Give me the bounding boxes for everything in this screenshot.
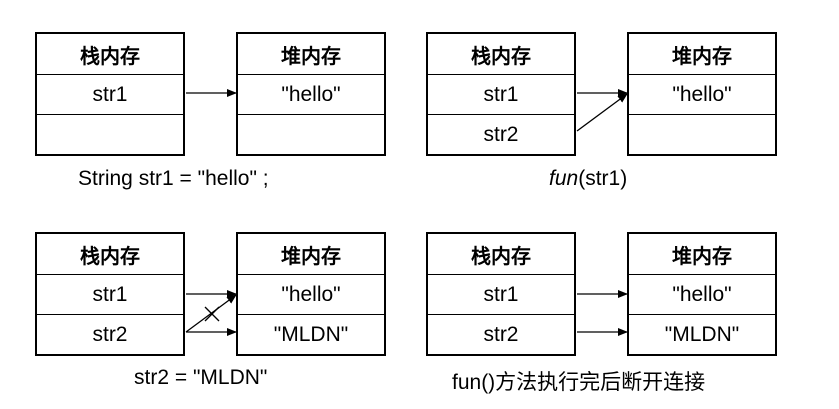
heap-cell: "hello"	[238, 74, 384, 114]
stack-memory-box: 栈内存 str1 str2	[35, 232, 185, 356]
stack-memory-header: 栈内存	[471, 243, 531, 268]
caption-italic-part: fun	[549, 167, 579, 190]
heap-cell: "hello"	[238, 274, 384, 314]
break-mark-icon	[204, 306, 220, 322]
reference-arrow	[576, 93, 628, 132]
stack-cell: str1	[428, 74, 574, 114]
heap-cell: "MLDN"	[238, 314, 384, 354]
heap-cell: "hello"	[629, 74, 775, 114]
stack-memory-header: 栈内存	[80, 43, 140, 68]
heap-memory-box: 堆内存 "hello"	[627, 32, 777, 156]
caption-rest-part: (str1)	[578, 167, 628, 190]
heap-cell: "hello"	[629, 274, 775, 314]
heap-memory-header: 堆内存	[672, 243, 732, 268]
heap-cell: "MLDN"	[629, 314, 775, 354]
stack-cell: str2	[428, 114, 574, 154]
diagram-caption: str2 = "MLDN"	[134, 366, 268, 389]
heap-cell	[629, 114, 775, 154]
stack-cell: str1	[37, 74, 183, 114]
stack-cell: str1	[37, 274, 183, 314]
stack-memory-box: 栈内存 str1	[35, 32, 185, 156]
heap-cell	[238, 114, 384, 154]
stack-memory-header: 栈内存	[80, 243, 140, 268]
stack-memory-box: 栈内存 str1 str2	[426, 32, 576, 156]
diagram-caption: fun(str1)	[549, 167, 627, 191]
heap-memory-header: 堆内存	[281, 243, 341, 268]
stack-cell: str1	[428, 274, 574, 314]
stack-cell	[37, 114, 183, 154]
heap-memory-header: 堆内存	[672, 43, 732, 68]
stack-cell: str2	[37, 314, 183, 354]
diagram-caption: String str1 = "hello" ;	[78, 167, 269, 190]
heap-memory-header: 堆内存	[281, 43, 341, 68]
heap-memory-box: 堆内存 "hello"	[236, 32, 386, 156]
stack-memory-header: 栈内存	[471, 43, 531, 68]
stack-cell: str2	[428, 314, 574, 354]
diagram-caption: fun()方法执行完后断开连接	[452, 371, 706, 394]
stack-memory-box: 栈内存 str1 str2	[426, 232, 576, 356]
heap-memory-box: 堆内存 "hello" "MLDN"	[627, 232, 777, 356]
heap-memory-box: 堆内存 "hello" "MLDN"	[236, 232, 386, 356]
